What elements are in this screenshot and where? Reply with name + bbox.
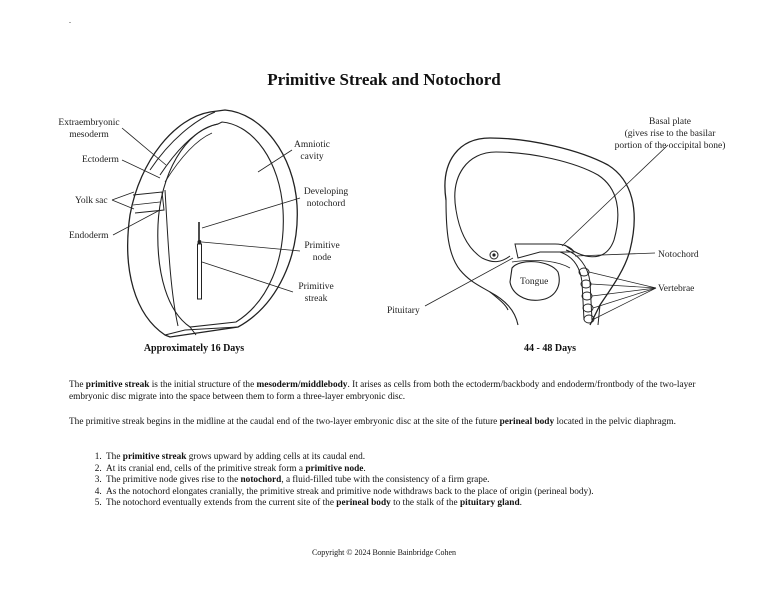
label-developing-1: Developing: [304, 187, 349, 197]
list-item: At its cranial end, cells of the primiti…: [104, 464, 744, 476]
cut-surface-top: [149, 111, 216, 171]
cut-bottom-tick: [189, 326, 197, 336]
paragraph-streak-origin: The primitive streak begins in the midli…: [69, 416, 699, 428]
face-outline: [445, 199, 509, 311]
label-node-1: Primitive: [304, 241, 339, 251]
label-basal-1: Basal plate: [649, 117, 691, 127]
step-bold: perineal body: [336, 498, 391, 509]
label-tongue: Tongue: [520, 277, 548, 287]
list-item: The primitive node gives rise to the not…: [104, 475, 744, 487]
para1-text-1: The: [69, 380, 86, 390]
list-item: As the notochord elongates cranially, th…: [104, 487, 744, 499]
list-item: The primitive streak grows upward by add…: [104, 452, 744, 464]
stray-mark: [69, 22, 71, 23]
leader-yolk-sac-b: [111, 199, 135, 210]
label-developing-2: notochord: [307, 199, 346, 209]
leader-vertebra-4: [592, 287, 657, 309]
basal-plate: [514, 243, 575, 259]
label-extraembryonic-1: Extraembryonic: [58, 118, 119, 128]
amnion-boundary: [157, 121, 284, 328]
leader-vertebra-5: [593, 287, 657, 320]
label-streak-1: Primitive: [298, 282, 333, 292]
leader-vertebra-1: [588, 271, 657, 289]
face-inner: [455, 209, 511, 263]
para1-text-3: . It arises as cells from both the ectod…: [69, 380, 696, 402]
label-basal-2: (gives rise to the basilar: [625, 128, 717, 139]
leader-vertebra-2: [590, 283, 657, 289]
leader-basal-plate: [561, 144, 669, 247]
leader-developing: [201, 197, 301, 229]
label-ectoderm: Ectoderm: [82, 155, 120, 165]
pharynx-line: [511, 260, 571, 269]
leader-vertebra-3: [591, 287, 657, 297]
page-title: Primitive Streak and Notochord: [267, 70, 501, 89]
paragraph-intro: The primitive streak is the initial stru…: [69, 379, 699, 403]
caption-right: 44 - 48 Days: [524, 343, 576, 354]
notochord-tube-a: [559, 251, 585, 321]
leader-extraembryonic: [121, 127, 167, 166]
eye-inner: [492, 253, 496, 257]
head-outline: [444, 137, 635, 326]
step-text: , a fluid-filled tube with the consisten…: [281, 475, 490, 486]
step-text: .: [363, 463, 366, 474]
label-basal-3: portion of the occipital bone): [615, 140, 726, 151]
cut-bottom-edge: [164, 326, 239, 336]
steps-list: The primitive streak grows upward by add…: [69, 452, 744, 510]
primitive-node: [197, 240, 202, 244]
copyright: Copyright © 2024 Bonnie Bainbridge Cohen: [311, 548, 457, 557]
brain-outline: [454, 151, 619, 258]
label-amniotic-2: cavity: [300, 152, 323, 162]
leader-notochord: [574, 252, 656, 257]
yolk-sac-opening: [132, 191, 165, 214]
step-bold: primitive streak: [122, 452, 187, 462]
para1-text-2: is the initial structure of the: [149, 380, 257, 390]
neck-back: [597, 304, 601, 326]
lower-jaw: [489, 291, 519, 326]
label-streak-2: streak: [305, 294, 328, 304]
label-notochord: Notochord: [658, 250, 699, 260]
step-bold: pituitary gland: [459, 498, 520, 509]
tongue-shape: [509, 261, 560, 301]
step-text: The notochord eventually extends from th…: [106, 498, 337, 509]
label-vertebrae: Vertebrae: [658, 284, 694, 294]
step-text: The primitive node gives rise to the: [106, 475, 241, 486]
notochord-tube-b: [565, 249, 593, 321]
eye-outer: [489, 250, 499, 260]
para2-text-1: The primitive streak begins in the midli…: [69, 417, 500, 427]
step-text: As the notochord elongates cranially, th…: [106, 486, 594, 497]
label-yolk-sac: Yolk sac: [75, 196, 108, 206]
leader-streak: [201, 261, 294, 293]
para1-bold-2: mesoderm/middlebody: [256, 380, 348, 390]
step-bold: primitive node: [305, 463, 364, 474]
list-item: The notochord eventually extends from th…: [104, 498, 744, 510]
step-text: At its cranial end, cells of the primiti…: [106, 463, 306, 474]
leader-node: [201, 241, 301, 252]
endoderm-layer-line: [132, 201, 161, 206]
leader-ectoderm: [121, 159, 161, 179]
leader-endoderm: [112, 209, 161, 236]
para2-bold-1: perineal body: [499, 417, 555, 427]
leader-pituitary: [424, 257, 514, 307]
step-bold: notochord: [240, 475, 282, 486]
step-text: to the stalk of the: [390, 498, 460, 509]
cut-surface-inner: [159, 123, 219, 176]
step-text: grows upward by adding cells at its caud…: [186, 452, 366, 462]
para2-text-2: located in the pelvic diaphragm.: [554, 417, 676, 427]
label-extraembryonic-2: mesoderm: [69, 130, 109, 140]
primitive-streak: [197, 243, 202, 300]
label-node-2: node: [313, 253, 331, 263]
label-pituitary: Pituitary: [387, 306, 420, 316]
leader-yolk-sac-a: [111, 191, 135, 201]
caption-left: Approximately 16 Days: [143, 343, 245, 354]
label-endoderm: Endoderm: [69, 231, 109, 241]
step-text: .: [519, 498, 522, 509]
embryonic-disc-edge: [164, 189, 179, 327]
para1-bold-1: primitive streak: [85, 380, 150, 390]
step-text: The: [106, 452, 123, 462]
leader-amniotic: [257, 149, 293, 173]
label-amniotic-1: Amniotic: [294, 140, 330, 150]
ectoderm-layer-line: [164, 132, 213, 183]
